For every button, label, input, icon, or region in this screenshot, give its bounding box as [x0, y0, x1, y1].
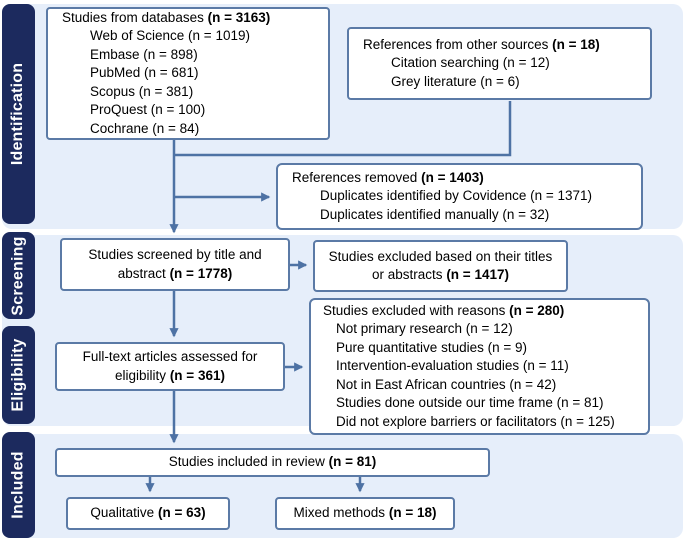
box-excluded-with-reasons: Studies excluded with reasons (n = 280) … [309, 298, 650, 435]
box-item: Embase (n = 898) [90, 46, 198, 62]
sidebar-tab-included: Included [2, 432, 35, 538]
box-item: Web of Science (n = 1019) [90, 28, 250, 44]
sidebar-tab-label: Screening [9, 235, 27, 316]
box-excluded-titles-abstracts: Studies excluded based on their titles o… [313, 240, 568, 292]
box-item: Pure quantitative studies (n = 9) [336, 339, 527, 355]
sidebar-tab-screening: Screening [2, 232, 35, 319]
box-title: Studies excluded with reasons (n = 280) [323, 303, 565, 319]
box-item: Did not explore barriers or facilitators… [336, 413, 615, 429]
box-title: Studies included in review (n = 81) [168, 454, 377, 470]
sidebar-tab-label: Included [9, 451, 27, 519]
box-studies-included: Studies included in review (n = 81) [55, 448, 490, 477]
box-studies-screened: Studies screened by title and abstract (… [60, 238, 290, 291]
box-references-removed: References removed (n = 1403) Duplicates… [276, 163, 643, 230]
box-item: Grey literature (n = 6) [391, 73, 520, 89]
box-item: Duplicates identified manually (n = 32) [320, 206, 550, 222]
box-title: References removed (n = 1403) [292, 169, 484, 185]
box-item: Cochrane (n = 84) [90, 120, 200, 136]
box-item: Studies done outside our time frame (n =… [336, 395, 604, 411]
box-item: Not primary research (n = 12) [336, 321, 513, 337]
sidebar-tab-label: Identification [9, 62, 27, 166]
box-item: Duplicates identified by Covidence (n = … [320, 188, 593, 204]
box-title: Mixed methods (n = 18) [293, 505, 437, 521]
sidebar-tab-label: Eligibility [9, 338, 27, 412]
box-title: References from other sources (n = 18) [363, 36, 600, 52]
box-item: Citation searching (n = 12) [391, 55, 550, 71]
sidebar-tab-eligibility: Eligibility [2, 326, 35, 424]
box-title: Studies screened by title and abstract (… [88, 247, 262, 281]
box-title: Studies from databases (n = 3163) [62, 10, 271, 26]
box-item: Intervention-evaluation studies (n = 11) [336, 358, 569, 374]
box-item: ProQuest (n = 100) [90, 102, 206, 118]
box-mixed-methods: Mixed methods (n = 18) [275, 497, 455, 530]
box-title: Qualitative (n = 63) [90, 505, 206, 521]
box-title: Studies excluded based on their titles o… [328, 248, 553, 282]
box-title: Full-text articles assessed for eligibil… [82, 349, 258, 383]
box-fulltext-assessed: Full-text articles assessed for eligibil… [55, 342, 285, 391]
box-studies-from-databases: Studies from databases (n = 3163) Web of… [46, 7, 330, 140]
sidebar-tab-identification: Identification [2, 4, 35, 224]
box-item: PubMed (n = 681) [90, 65, 199, 81]
box-references-other-sources: References from other sources (n = 18) C… [347, 27, 652, 100]
box-item: Scopus (n = 381) [90, 83, 194, 99]
box-qualitative: Qualitative (n = 63) [66, 497, 230, 530]
box-item: Not in East African countries (n = 42) [336, 376, 557, 392]
